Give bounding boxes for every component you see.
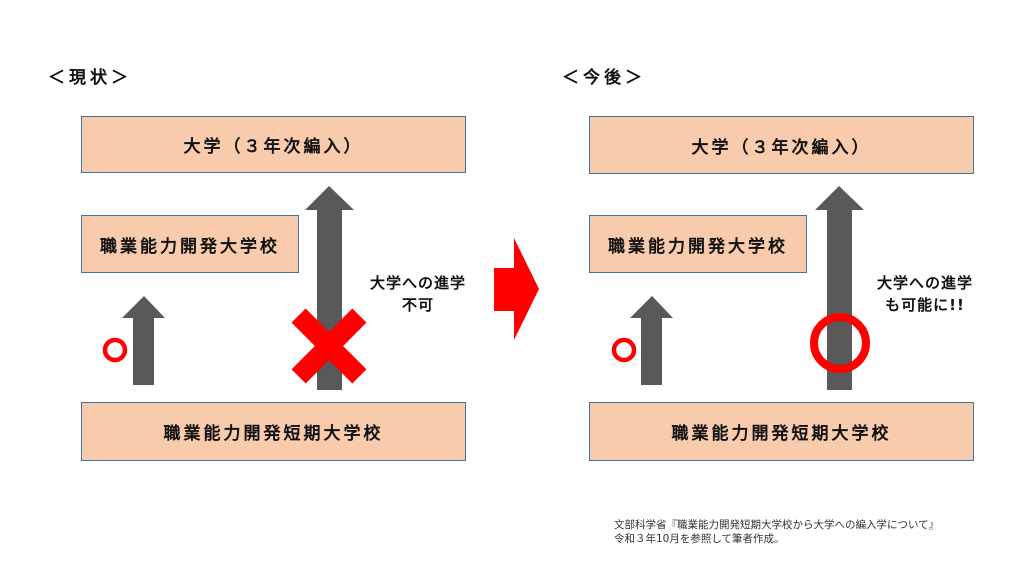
- right-big-circle-icon: [810, 313, 870, 373]
- transition-right-arrow-icon: [494, 238, 539, 340]
- left-note-line1: 大学への進学: [369, 274, 466, 292]
- left-polytech-junior-college-box: 職業能力開発短期大学校: [81, 402, 466, 461]
- current-heading: ＜現状＞: [48, 68, 132, 88]
- right-polytech-college-box: 職業能力開発大学校: [589, 215, 807, 273]
- left-university-box: 大学（３年次編入）: [81, 116, 466, 173]
- future-heading: ＜今後＞: [562, 68, 646, 88]
- right-small-circle-icon: [611, 337, 637, 363]
- source-citation: 文部科学省『職業能力開発短期大学校から大学への編入学について』 令和３年10月を…: [614, 518, 939, 546]
- right-polytech-junior-college-box: 職業能力開発短期大学校: [589, 402, 974, 461]
- right-note-line1: 大学への進学: [876, 274, 973, 292]
- source-line2: 令和３年10月を参照して筆者作成。: [614, 533, 785, 545]
- right-small-up-arrow: [630, 296, 673, 385]
- left-polytech-college-box: 職業能力開発大学校: [81, 215, 299, 273]
- right-note-line2: も可能に!!: [885, 296, 965, 314]
- left-cross-mark-icon: [291, 308, 367, 384]
- left-small-circle-icon: [102, 337, 128, 363]
- right-university-box: 大学（３年次編入）: [589, 116, 974, 174]
- left-small-up-arrow: [122, 296, 165, 385]
- right-progression-note: 大学への進学 も可能に!!: [860, 272, 990, 316]
- left-note-line2: 不可: [401, 296, 434, 314]
- left-progression-note: 大学への進学 不可: [353, 272, 483, 316]
- source-line1: 文部科学省『職業能力開発短期大学校から大学への編入学について』: [614, 519, 940, 531]
- right-tall-up-arrow: [815, 186, 864, 390]
